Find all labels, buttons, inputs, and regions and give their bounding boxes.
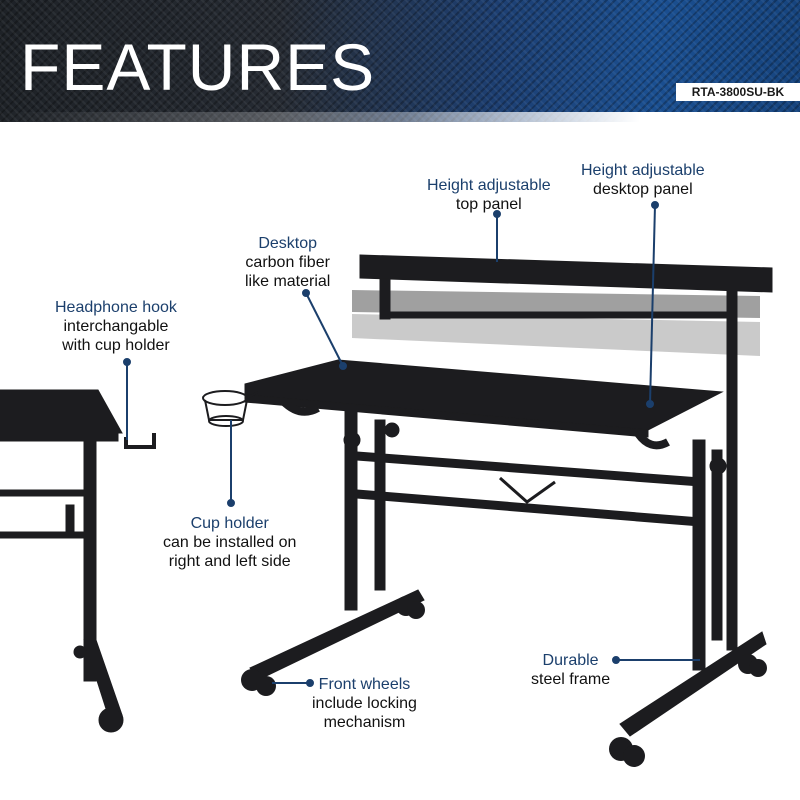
front-wheel-right-b — [623, 745, 645, 767]
ghost-panel-low — [352, 314, 760, 356]
callout-frame-heading: Durable — [542, 652, 599, 669]
leader-cup-holder-dot — [227, 499, 235, 507]
desktop — [244, 359, 724, 450]
callout-front-wheels-line-1: include locking — [312, 695, 417, 712]
left-desk-top — [0, 389, 123, 434]
features-banner: FEATURES RTA-3800SU-BK — [0, 0, 800, 122]
callout-cup-holder-heading: Cup holder — [190, 515, 269, 532]
height-knob-left — [343, 431, 361, 449]
leader-top-panel-dot — [493, 210, 501, 218]
leader-lines — [123, 201, 700, 687]
left-desk-wheel-2 — [98, 707, 124, 733]
left-desk-bar-1 — [0, 489, 91, 497]
frame-leg-right-inner — [711, 449, 723, 641]
banner-title: FEATURES — [20, 30, 376, 104]
callout-frame: Durable steel frame — [531, 651, 610, 689]
callout-top-panel-heading: Height adjustable — [427, 177, 551, 194]
callout-front-wheels-line-2: mechanism — [323, 714, 406, 731]
left-desk-edge — [0, 432, 119, 442]
callout-cup-holder-line-2: right and left side — [168, 553, 291, 570]
callout-top-panel-line-1: top panel — [455, 196, 522, 213]
leader-front-wheels-dot — [306, 679, 314, 687]
left-desk-brace — [65, 504, 75, 536]
leader-frame-dot — [612, 656, 620, 664]
left-desk-wheel-1 — [73, 645, 87, 659]
left-desk-bar-2 — [0, 531, 91, 539]
height-knob-right — [709, 457, 727, 475]
top-panel-crossbar — [379, 311, 731, 319]
top-panel-surface — [359, 254, 773, 293]
rear-wheel-left-b — [407, 601, 425, 619]
callout-desktop-panel-line-1: desktop panel — [593, 181, 693, 198]
rear-wheel-right-b — [749, 659, 767, 677]
model-number-tag: RTA-3800SU-BK — [676, 83, 800, 101]
banner-underline — [0, 112, 800, 122]
leader-desktop-panel-end — [646, 400, 654, 408]
callout-headphone-hook: Headphone hook interchangable with cup h… — [55, 298, 177, 355]
callout-frame-line-1: steel frame — [531, 671, 611, 688]
callout-desktop-material-line-2: like material — [245, 273, 331, 290]
callout-headphone-hook-heading: Headphone hook — [55, 299, 177, 316]
frame-crossbar-lower — [356, 489, 701, 527]
callout-desktop-panel: Height adjustable desktop panel — [581, 161, 705, 199]
leader-desktop-panel-dot — [651, 201, 659, 209]
top-panel-post-left — [379, 278, 391, 320]
top-panel — [359, 254, 773, 651]
frame-leg-left-rear — [344, 409, 358, 611]
desktop-handle-left — [280, 398, 320, 416]
frame-leg-left-inner — [374, 419, 386, 591]
callout-desktop-material: Desktop carbon fiber like material — [245, 234, 330, 291]
frame-leg-right-front — [692, 439, 706, 671]
frame-crossbar-upper — [356, 451, 701, 487]
callout-cup-holder-line-1: can be installed on — [163, 534, 297, 551]
callout-headphone-hook-line-2: with cup holder — [62, 337, 170, 354]
leader-desktop-panel — [649, 204, 656, 405]
callout-desktop-material-heading: Desktop — [258, 235, 318, 252]
left-desk-hook — [124, 433, 156, 449]
front-wheel-left-b — [256, 676, 276, 696]
ghost-panel-mid — [352, 290, 760, 318]
leader-desktop-material-end — [339, 362, 347, 370]
left-desk-leg — [83, 440, 97, 682]
leader-headphone-hook-dot — [123, 358, 131, 366]
callout-headphone-hook-line-1: interchangable — [63, 318, 169, 335]
desktop-handle-right — [633, 429, 670, 450]
callout-front-wheels-heading: Front wheels — [318, 676, 411, 693]
desktop-surface — [244, 359, 724, 431]
height-knob-left-2 — [384, 422, 400, 438]
cup-holder-illustration — [202, 390, 259, 427]
top-panel-post-right — [726, 289, 738, 651]
frame-foot-right — [619, 631, 767, 737]
wheels — [241, 596, 767, 767]
left-desk-partial — [0, 389, 156, 733]
leader-desktop-material — [305, 292, 344, 367]
desktop-edge — [244, 394, 649, 438]
callout-desktop-material-line-1: carbon fiber — [245, 254, 330, 271]
callout-front-wheels: Front wheels include locking mechanism — [312, 675, 417, 732]
leader-desktop-material-dot — [302, 289, 310, 297]
callout-cup-holder: Cup holder can be installed on right and… — [163, 514, 296, 571]
callout-desktop-panel-heading: Height adjustable — [581, 162, 705, 179]
steel-frame — [249, 409, 767, 737]
ghost-panels — [352, 290, 760, 356]
frame-brace — [499, 476, 556, 504]
callout-top-panel: Height adjustable top panel — [427, 176, 551, 214]
